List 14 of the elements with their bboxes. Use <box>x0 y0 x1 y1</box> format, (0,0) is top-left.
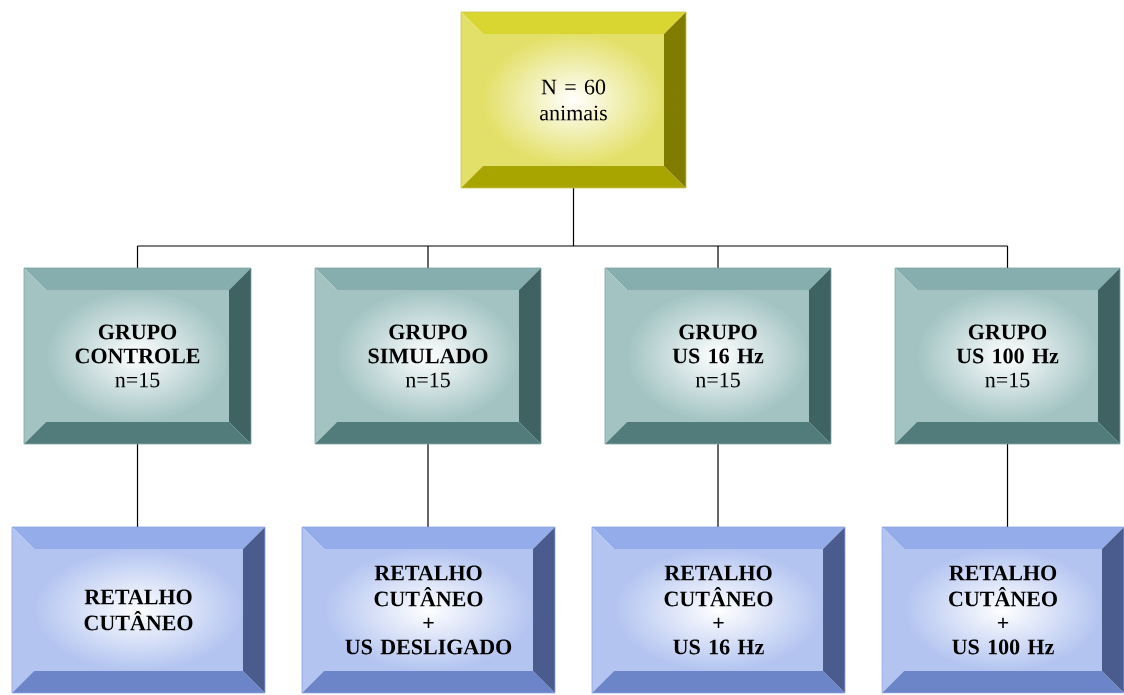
connector-line <box>717 443 719 528</box>
treatment-box: RETALHO CUTÂNEO <box>11 526 266 694</box>
connector-line <box>427 443 429 528</box>
treatment-box: RETALHO CUTÂNEO + US 100 Hz <box>881 526 1124 694</box>
connector-line <box>136 443 139 528</box>
connector-tree <box>136 187 1009 269</box>
group-box: GRUPO US 16 Hz n=15 <box>604 267 832 445</box>
group-box: GRUPO US 100 Hz n=15 <box>894 267 1121 445</box>
group-box: GRUPO CONTROLE n=15 <box>23 267 252 445</box>
connector-line <box>1006 443 1009 528</box>
treatment-box: RETALHO CUTÂNEO + US DESLIGADO <box>301 526 556 694</box>
group-box: GRUPO SIMULADO n=15 <box>314 267 542 445</box>
treatment-box: RETALHO CUTÂNEO + US 16 Hz <box>591 526 846 694</box>
sample-box: N = 60 animais <box>460 11 687 189</box>
